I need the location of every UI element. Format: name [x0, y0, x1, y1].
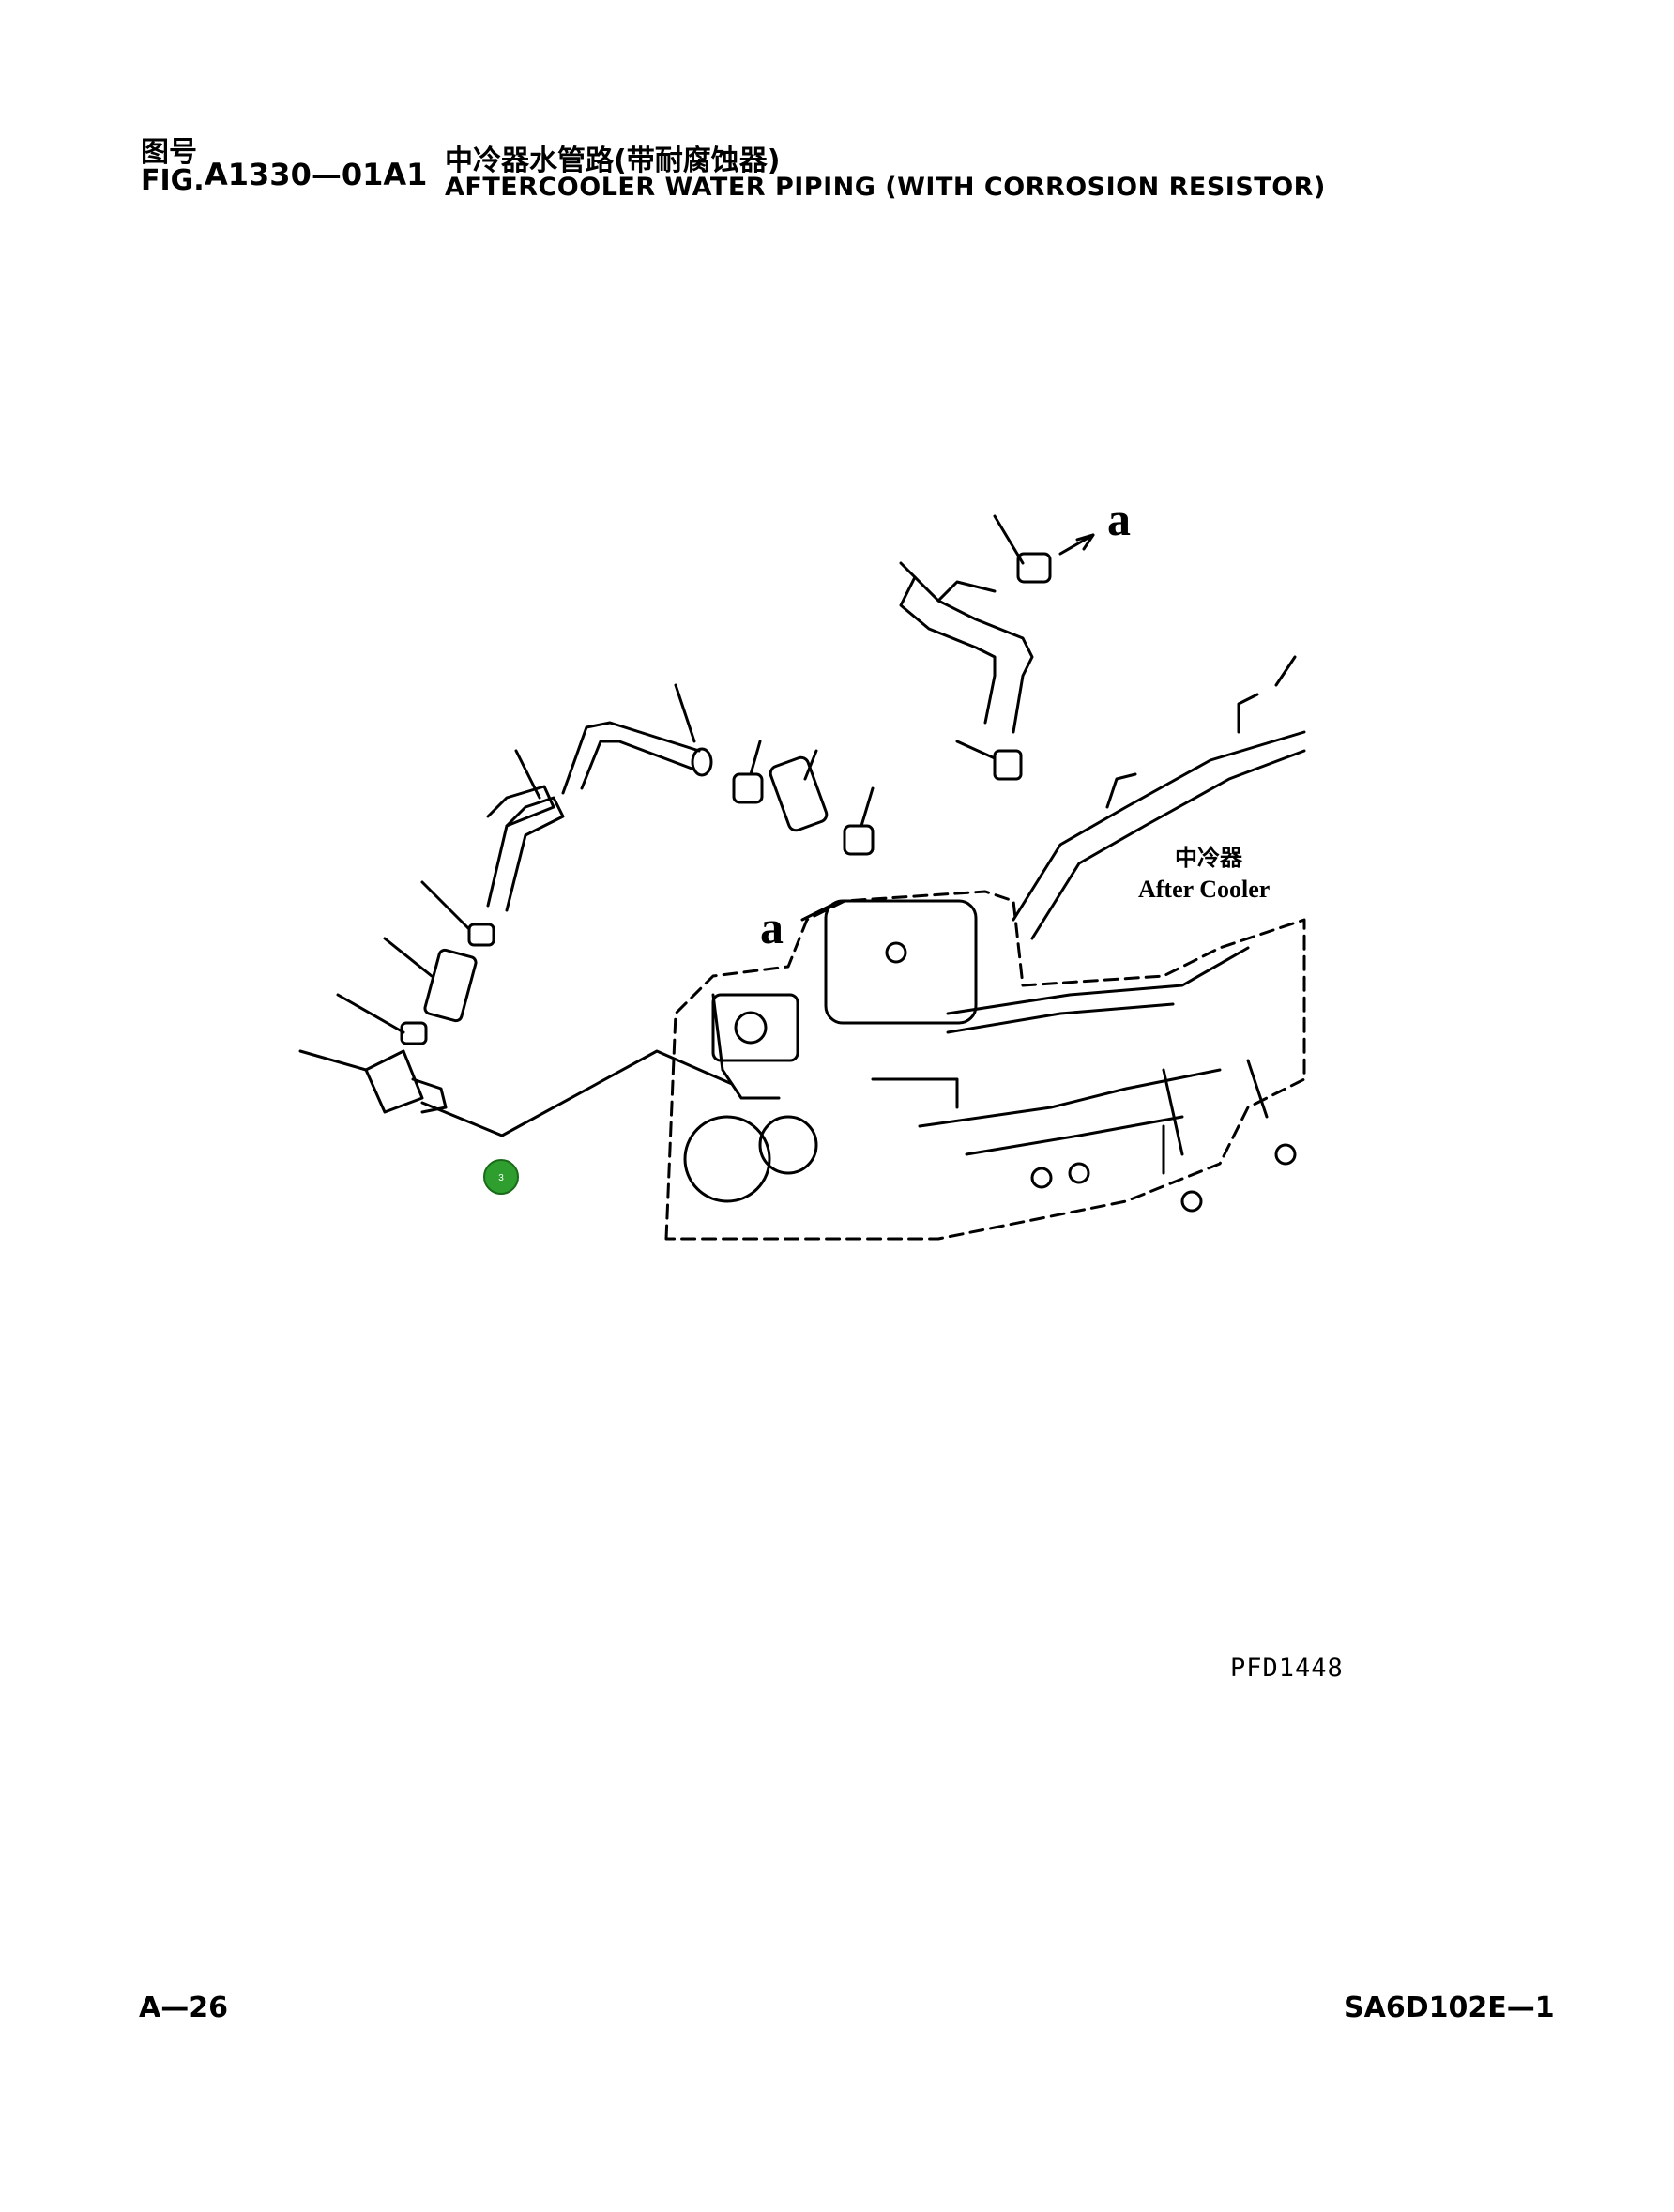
callout-3-marker[interactable]	[483, 1159, 519, 1195]
engine-block	[664, 890, 1306, 1241]
connector-label-mid: a	[760, 901, 784, 953]
fig-label-cn: 图号	[141, 136, 197, 169]
callout-3-number[interactable]: 3	[498, 1173, 504, 1183]
title-en: AFTERCOOLER WATER PIPING (WITH CORROSION…	[445, 173, 1326, 202]
arrow-top	[1058, 533, 1095, 556]
hose-clamp	[1016, 552, 1052, 584]
fig-label: 图号 FIG.	[141, 139, 205, 195]
left-piping	[298, 683, 875, 1114]
fig-number: A1330—01A1	[205, 157, 428, 192]
aftercooler-body	[1012, 655, 1306, 940]
callout-leader	[420, 1049, 734, 1137]
model-code: SA6D102E—1	[1344, 1991, 1555, 2024]
arrow-mid	[800, 904, 832, 922]
aftercooler-label-en: After Cooler	[1138, 876, 1270, 903]
drawing-code: PFD1448	[1230, 1654, 1344, 1683]
upper-hose	[899, 514, 1052, 781]
aftercooler-label-cn: 中冷器	[1175, 845, 1243, 871]
connector-label-top: a	[1107, 493, 1131, 545]
fig-label-en: FIG.	[141, 164, 205, 197]
title-cn: 中冷器水管路(带耐腐蚀器)	[445, 145, 781, 177]
page-number: A—26	[139, 1991, 228, 2024]
callout-3[interactable]: 3	[483, 1159, 519, 1195]
